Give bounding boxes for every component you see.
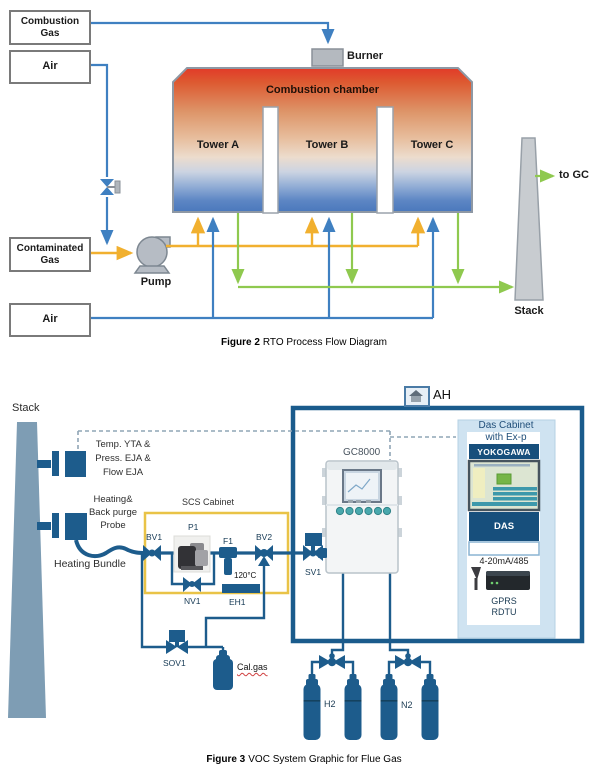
gas-cylinders	[303, 674, 439, 740]
cal-gas-label: Cal.gas	[237, 662, 268, 672]
combustion-gas-box: Combustion Gas	[9, 10, 91, 45]
air-bottom-box: Air	[9, 303, 91, 337]
gc8000-label: GC8000	[343, 447, 381, 458]
probe-label: Heating& Back purge Probe	[88, 494, 138, 531]
stack-probes	[37, 451, 87, 540]
analyzer-house-border	[290, 405, 585, 644]
pump-label: Pump	[140, 276, 172, 288]
air-top-box: Air	[9, 50, 91, 84]
home-icon	[404, 386, 430, 407]
signal-type-label: 4-20mA/485	[479, 556, 529, 566]
das-banner: DAS	[469, 512, 539, 541]
n2-label: N2	[401, 700, 413, 710]
pump-icon	[133, 236, 171, 274]
combustion-gas-line	[87, 21, 335, 45]
rto-combustion-chamber	[172, 67, 473, 214]
contaminated-gas-box: Contaminated Gas	[9, 237, 91, 272]
bv2-valve-icon	[255, 545, 273, 566]
tower-slot	[262, 106, 279, 214]
f1-filter-icon	[219, 547, 237, 575]
burner-block	[311, 48, 344, 67]
bv1-valve-icon	[143, 545, 161, 561]
nv1-label: NV1	[184, 596, 201, 606]
home-icon-body	[411, 396, 421, 402]
n2-manifold-valve	[395, 653, 421, 669]
to-gc-label: to GC	[559, 169, 589, 181]
das-cabinet-title: Das Cabinet with Ex-p	[478, 420, 534, 443]
tower-slot	[376, 106, 394, 214]
p1-pump-photo	[173, 535, 211, 573]
temperature-label: 120°C	[234, 571, 257, 580]
figure2-caption-number: Figure 2	[220, 337, 260, 348]
tower-c-label: Tower C	[410, 139, 454, 151]
clean-gas-lines	[231, 169, 556, 294]
bv1-label: BV1	[146, 532, 163, 542]
sv1-label: SV1	[305, 567, 322, 577]
stack-fig3-shape	[8, 422, 46, 718]
figure3-caption-text: VOC System Graphic for Flue Gas	[248, 754, 402, 765]
combustion-chamber-label: Combustion chamber	[265, 84, 380, 96]
figure2-caption-text: RTO Process Flow Diagram	[262, 337, 387, 348]
yokogawa-banner: YOKOGAWA	[469, 444, 539, 459]
nv1-valve-icon	[183, 577, 201, 592]
scs-cabinet-label: SCS Cabinet	[182, 497, 235, 507]
gprs-modem-photo	[471, 567, 530, 590]
tower-a-label: Tower A	[196, 139, 240, 151]
bv2-label: BV2	[256, 532, 273, 542]
gc8000-analyzer	[322, 460, 402, 574]
burner-label: Burner	[347, 50, 384, 62]
stack-fig2-shape	[514, 137, 544, 301]
tower-b-label: Tower B	[305, 139, 349, 151]
eh1-heater-icon	[222, 584, 260, 593]
das-io-box	[468, 541, 540, 556]
f1-label: F1	[223, 536, 233, 546]
stack-fig3-label: Stack	[12, 402, 40, 414]
contaminated-gas-lines	[87, 216, 426, 261]
figure3-caption-number: Figure 3	[206, 754, 246, 765]
stack-fig2-label: Stack	[514, 305, 544, 317]
manual-valve-icon	[100, 179, 121, 195]
heating-bundle-label: Heating Bundle	[54, 558, 126, 570]
gprs-rdtu-label: GPRS RDTU	[491, 596, 517, 617]
cal-gas-cylinder-icon	[213, 650, 233, 690]
ah-label: AH	[433, 387, 452, 402]
eh1-label: EH1	[229, 597, 246, 607]
sov1-valve-icon	[166, 630, 188, 654]
air-bottom-lines	[87, 216, 440, 320]
home-icon-roof	[409, 390, 423, 396]
signal-dashed-lines	[77, 430, 456, 460]
p1-label: P1	[188, 522, 199, 532]
heating-bundle-line	[74, 539, 147, 559]
hmi-screen-image	[467, 459, 541, 512]
sov1-label: SOV1	[163, 658, 186, 668]
air-top-line	[87, 63, 114, 246]
h2-label: H2	[324, 699, 336, 709]
h2-manifold-valve	[319, 653, 345, 669]
gc-inlet-connector	[318, 548, 327, 558]
transmitters-label: Temp. YTA & Press. EJA & Flow EJA	[95, 439, 151, 478]
